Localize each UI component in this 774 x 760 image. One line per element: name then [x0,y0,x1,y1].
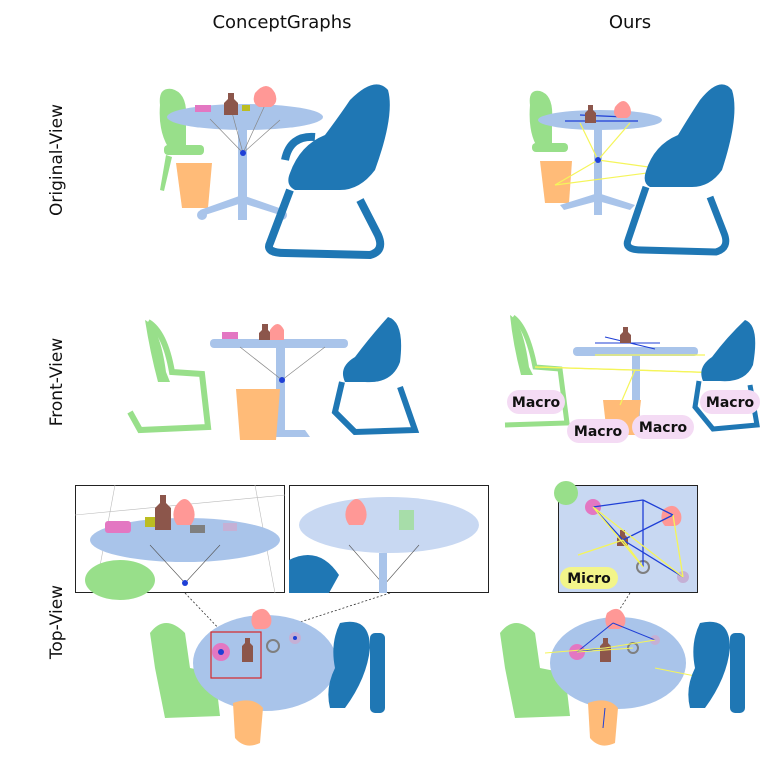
macro-tag-1: Macro [507,390,565,414]
blue-chair [265,84,390,260]
svg-text:Macro: Macro [574,424,623,440]
column-title-ours: Ours [608,12,652,33]
top-view-micro-zoom-inset: Micro [554,481,698,593]
macro-tag-2: Macro [567,419,629,443]
macro-tag-4: Macro [700,390,760,414]
original-view-ours-scene [529,84,735,256]
top-view-zoom-inset-2 [289,485,489,593]
micro-tag: Micro [560,567,618,589]
original-view-conceptgraphs-scene [159,84,390,260]
svg-text:Macro: Macro [512,395,561,411]
svg-text:Macro: Macro [706,395,755,411]
top-view-zoom-inset-1 [74,484,286,600]
top-view-ours-scene [500,608,745,746]
bottle [224,93,238,115]
front-view-conceptgraphs-scene [127,317,420,440]
column-title-conceptgraphs: ConceptGraphs [212,12,352,33]
front-view-ours-scene: Macro Macro Macro Macro [504,314,760,443]
top-view-conceptgraphs-scene [150,608,385,746]
vase [253,86,277,107]
svg-text:Micro: Micro [567,571,611,587]
waste-bin [176,163,212,208]
macro-tag-3: Macro [632,415,694,439]
svg-text:Macro: Macro [639,420,688,436]
